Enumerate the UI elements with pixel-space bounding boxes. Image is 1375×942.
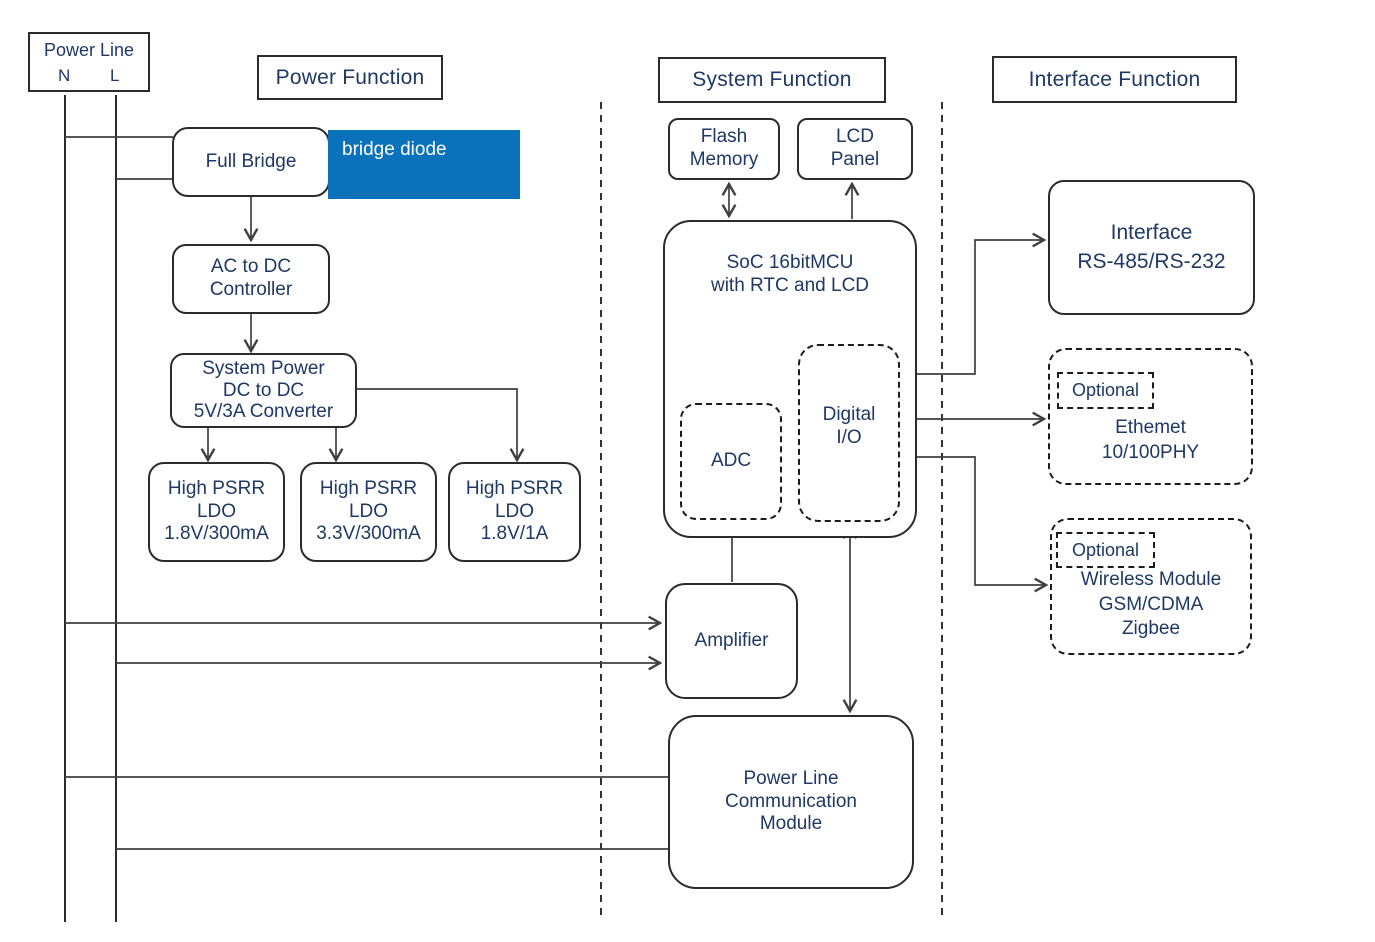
section-header-power: Power Function bbox=[257, 55, 443, 100]
arrow-digitalio-wireless bbox=[904, 457, 1046, 585]
lcd-panel-block: LCD Panel bbox=[797, 118, 913, 180]
system-power-converter-block: System Power DC to DC 5V/3A Converter bbox=[170, 353, 357, 428]
full-bridge-block: Full Bridge bbox=[172, 127, 330, 197]
power-line-source-box: Power Line N L bbox=[28, 32, 150, 92]
line-label: L bbox=[110, 66, 120, 85]
bridge-diode-text: bridge diode bbox=[342, 139, 447, 160]
arrow-digitalio-rs485 bbox=[904, 240, 1044, 374]
neutral-label: N bbox=[58, 66, 71, 85]
section-header-interface: Interface Function bbox=[992, 56, 1237, 103]
bridge-diode-callout: bridge diode bbox=[328, 130, 520, 199]
ldo-1v8-1a-block: High PSRR LDO 1.8V/1A bbox=[448, 462, 581, 562]
rs485-rs232-interface-block: Interface RS-485/RS-232 bbox=[1048, 180, 1255, 315]
ldo-3v3-300ma-block: High PSRR LDO 3.3V/300mA bbox=[300, 462, 437, 562]
adc-block: ADC bbox=[680, 403, 782, 520]
arrow-systempower-ldo3 bbox=[357, 388, 517, 460]
flash-memory-block: Flash Memory bbox=[668, 118, 780, 180]
ac-dc-controller-block: AC to DC Controller bbox=[172, 244, 330, 314]
amplifier-block: Amplifier bbox=[665, 583, 798, 699]
ldo-1v8-300ma-block: High PSRR LDO 1.8V/300mA bbox=[148, 462, 285, 562]
ethernet-label: Ethemet 10/100PHY bbox=[1101, 417, 1200, 463]
ethernet-block: Optional Ethemet 10/100PHY bbox=[1048, 348, 1253, 485]
plc-module-block: Power Line Communication Module bbox=[668, 715, 914, 889]
section-header-system: System Function bbox=[658, 57, 886, 103]
wireless-optional-tag: Optional bbox=[1056, 532, 1155, 568]
wireless-module-block: Optional Wireless Module GSM/CDMA Zigbee bbox=[1050, 518, 1252, 655]
digital-io-block: Digital I/O bbox=[798, 344, 900, 522]
ethernet-optional-tag: Optional bbox=[1057, 372, 1154, 409]
power-line-title: Power Line bbox=[43, 40, 135, 60]
wireless-label: Wireless Module GSM/CDMA Zigbee bbox=[1080, 569, 1222, 640]
